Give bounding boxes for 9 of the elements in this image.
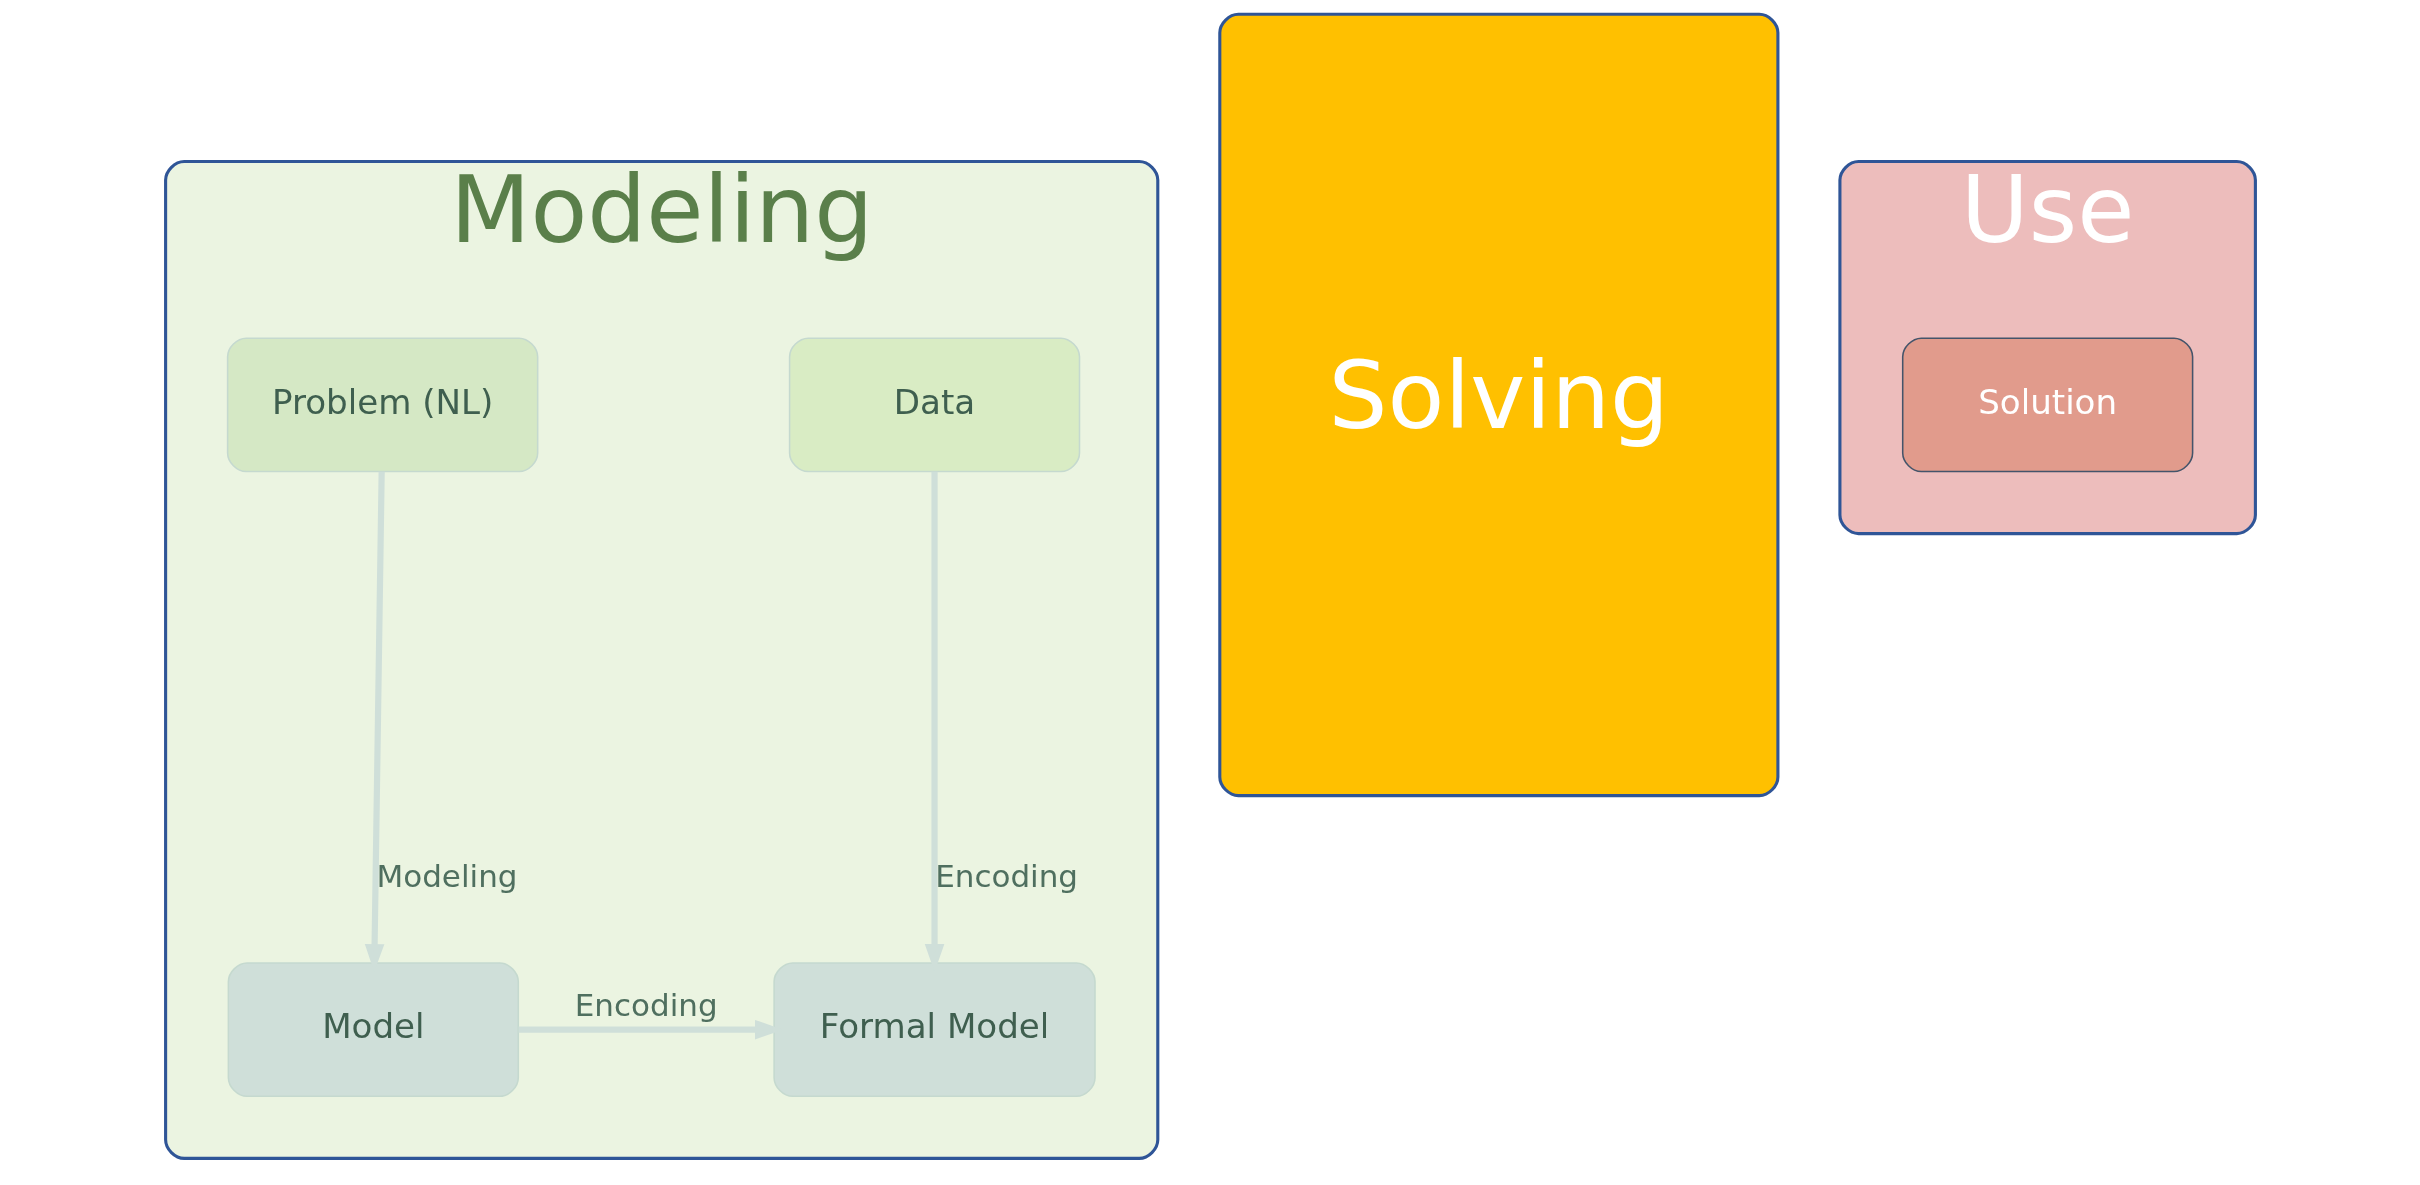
node-box: Problem (NL) <box>226 337 538 473</box>
node-box: Solving <box>1217 12 1779 798</box>
edge-label: Modeling <box>375 858 517 895</box>
edge-label: Encoding <box>574 986 718 1023</box>
node-box: Solution <box>1901 337 2193 473</box>
node-box: Model <box>227 962 519 1098</box>
node-box: Formal Model <box>772 962 1096 1098</box>
edge-label: Encoding <box>934 858 1078 895</box>
node-box: Data <box>788 337 1080 473</box>
